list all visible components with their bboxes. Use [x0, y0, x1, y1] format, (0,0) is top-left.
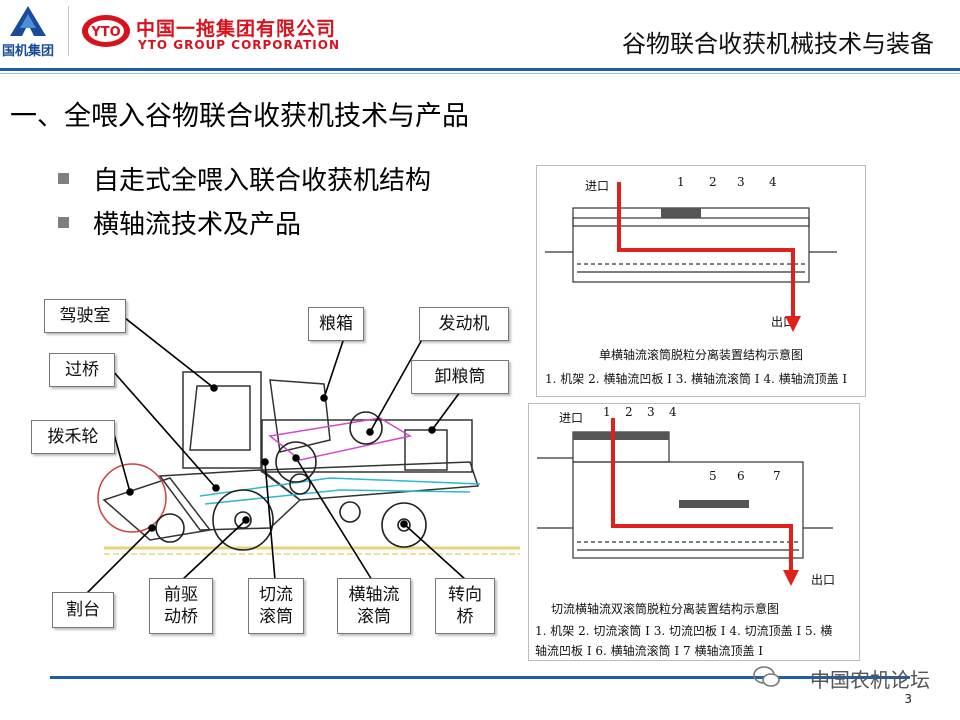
label-line: 切流 — [259, 585, 293, 605]
label-axial-drum: 横轴流滚筒 — [337, 578, 411, 634]
wheels — [155, 411, 427, 551]
flow-path — [617, 182, 795, 316]
label-cab: 驾驶室 — [44, 299, 126, 333]
label-line: 转向 — [448, 585, 482, 605]
dual-drum-drawing: 进口 出口 1 2 3 4 5 6 7 — [537, 405, 835, 587]
bullet-square-icon — [58, 173, 69, 184]
part-number: 3 — [737, 175, 745, 189]
part-number: 7 — [773, 469, 781, 483]
header-title: 谷物联合收获机械技术与装备 — [622, 30, 934, 58]
wechat-icon — [753, 666, 780, 687]
label-grain-tank: 粮箱 — [308, 307, 364, 341]
dual-drum-panel: 进口 出口 1 2 3 4 5 6 7 切流横轴流双滚筒脱粒分离装置结构示意图 … — [528, 403, 860, 661]
header-rule — [0, 68, 960, 71]
part-number: 4 — [769, 175, 777, 189]
concave-hatch — [661, 208, 701, 218]
part-number: 4 — [669, 405, 677, 419]
label-line: 前驱 — [164, 585, 198, 605]
label-line: 动桥 — [164, 607, 198, 627]
ground-line — [104, 546, 520, 555]
label-line: 滚筒 — [357, 607, 391, 627]
label-bridge: 过桥 — [49, 353, 115, 387]
single-axial-drawing: 进口 出口 1 2 3 4 — [545, 175, 837, 332]
flow-path — [611, 418, 793, 570]
panel-caption: 单横轴流滚筒脱粒分离装置结构示意图 — [599, 348, 804, 362]
part-number: 3 — [647, 405, 655, 419]
panel-legend: 1. 机架 2. 切流滚筒 I 3. 切流凹板 I 4. 切流顶盖 I 5. 横 — [535, 624, 833, 638]
header-rule-thin — [0, 73, 960, 74]
panel-legend: 1. 机架 2. 横轴流凹板 I 3. 横轴流滚筒 I 4. 横轴流顶盖 I — [545, 372, 848, 386]
part-number: 6 — [737, 469, 745, 483]
label-engine: 发动机 — [419, 307, 509, 341]
harvester-body — [102, 371, 480, 541]
inlet-label: 进口 — [559, 411, 583, 425]
bullet-item: 横轴流技术及产品 — [58, 204, 301, 241]
concave-hatch — [679, 500, 749, 508]
header-divider — [68, 6, 69, 56]
concave-hatch — [573, 432, 669, 440]
label-reel: 拨禾轮 — [31, 420, 115, 454]
inlet-label: 进口 — [585, 179, 609, 193]
slide-header: 国机集团 YTO 中国一拖集团有限公司 YTO GROUP CORPORATIO… — [0, 0, 960, 74]
label-line: 桥 — [456, 607, 474, 627]
label-line: 横轴流 — [348, 585, 400, 605]
part-number: 2 — [625, 405, 633, 419]
part-number: 1 — [677, 175, 685, 189]
label-line: 滚筒 — [259, 607, 293, 627]
sinomach-logo-icon — [10, 6, 46, 36]
label-front-axle: 前驱动桥 — [149, 578, 213, 634]
label-steering-axle: 转向桥 — [435, 578, 495, 634]
sinomach-logo-text: 国机集团 — [2, 44, 55, 59]
page-number: 3 — [904, 692, 912, 706]
flow-arrow-icon — [785, 316, 801, 332]
part-number: 2 — [709, 175, 717, 189]
bullet-text: 自走式全喂入联合收获机结构 — [93, 166, 432, 196]
panel-caption: 切流横轴流双滚筒脱粒分离装置结构示意图 — [551, 602, 780, 616]
footer-rule — [50, 676, 910, 679]
footer-watermark: 中国农机论坛 — [810, 668, 930, 692]
panel-legend: 轴流凹板 I 6. 横轴流滚筒 I 7 横轴流顶盖 I — [535, 644, 764, 658]
part-number: 1 — [603, 405, 611, 419]
bullet-square-icon — [58, 217, 69, 228]
part-number: 5 — [709, 469, 717, 483]
yto-badge-text: YTO — [90, 25, 120, 40]
bullet-text: 横轴流技术及产品 — [93, 210, 302, 240]
label-tangential-drum: 切流滚筒 — [248, 578, 304, 634]
leader-lines — [83, 317, 467, 597]
yto-name-en: YTO GROUP CORPORATION — [138, 38, 340, 52]
bullet-item: 自走式全喂入联合收获机结构 — [58, 160, 431, 197]
yto-name-cn: 中国一拖集团有限公司 — [136, 18, 337, 40]
label-unloader: 卸粮筒 — [411, 360, 509, 394]
label-header-platform: 割台 — [52, 592, 114, 628]
yto-logo-icon: YTO — [82, 15, 130, 47]
flow-arrow-icon — [783, 570, 799, 586]
slide-title: 一、全喂入谷物联合收获机技术与产品 — [10, 101, 469, 132]
outlet-label: 出口 — [811, 573, 835, 587]
single-axial-panel: 进口 出口 1 2 3 4 单横轴流滚筒脱粒分离装置结构示意图 1. 机架 2.… — [536, 165, 866, 397]
